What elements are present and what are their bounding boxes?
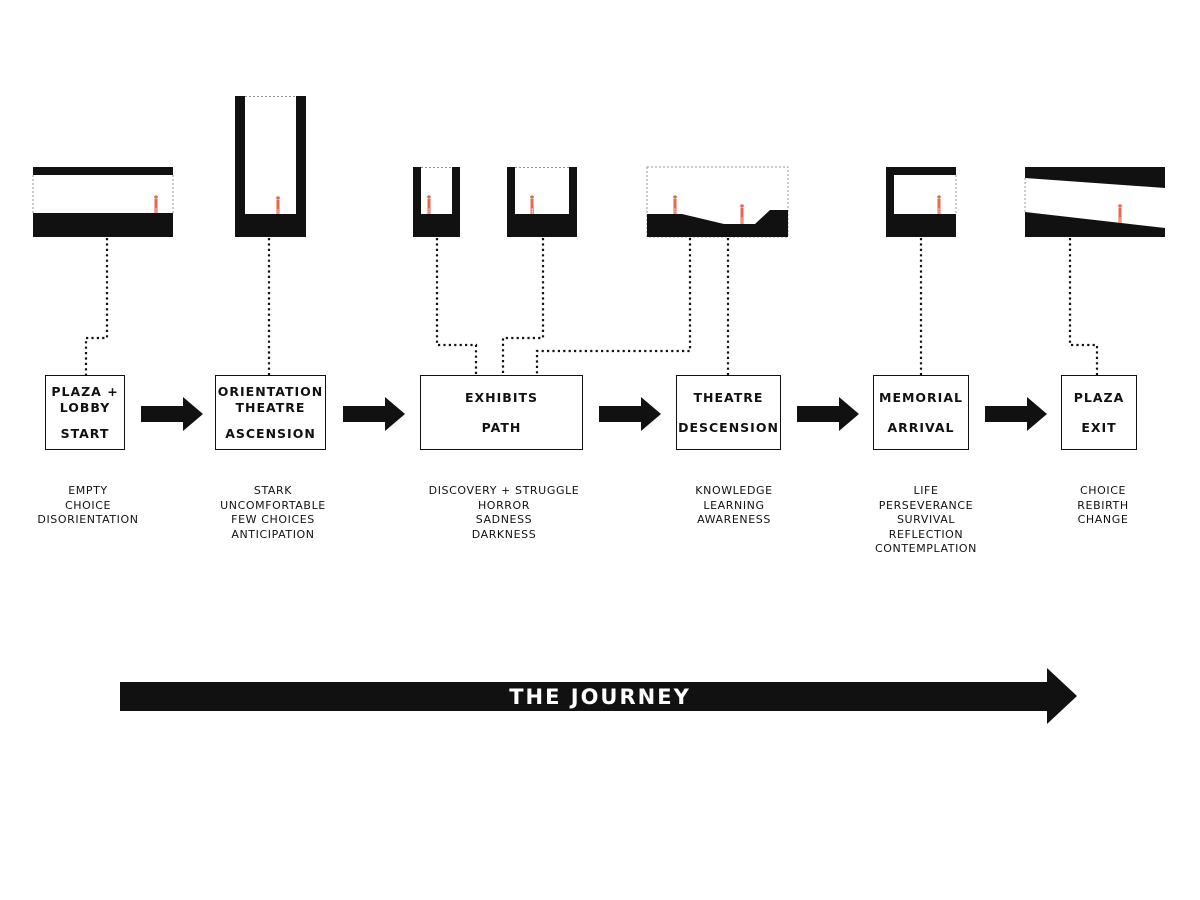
section-orientation-theatre	[235, 96, 306, 237]
stage-name: EXHIBITS	[465, 389, 538, 405]
person-figure	[673, 195, 677, 214]
stage-name: THEATRE	[693, 389, 764, 405]
descriptor-word: LIFE	[913, 484, 939, 497]
journey-arrow	[120, 668, 1077, 724]
person-figure	[154, 195, 158, 213]
stage-name: PLAZA + LOBBY	[51, 383, 119, 415]
stage-name: PLAZA	[1073, 389, 1125, 405]
process-arrows	[141, 397, 1047, 431]
descriptor-word: LEARNING	[703, 498, 765, 512]
section-exhibits-b	[507, 167, 577, 237]
stage-name: MEMORIAL	[879, 389, 963, 405]
descriptor-word: CHOICE	[1079, 484, 1127, 497]
connector-plaza-lobby	[84, 238, 109, 376]
arrow-3	[599, 397, 661, 431]
section-exhibits-a	[413, 167, 460, 237]
arrow-5	[985, 397, 1047, 431]
descriptor-word: HORROR	[477, 498, 531, 512]
person-figure	[937, 195, 941, 214]
journey-label: THE JOURNEY	[509, 685, 691, 709]
descriptor-word: EMPTY	[68, 484, 108, 497]
stage-subtitle: PATH	[481, 419, 522, 435]
descriptor-word: REBIRTH	[1077, 498, 1129, 512]
descriptor-word: KNOWLEDGE	[695, 484, 773, 497]
dotted-connectors	[84, 238, 1099, 376]
descriptor-word: DISCOVERY + STRUGGLE	[428, 484, 580, 497]
arrow-4	[797, 397, 859, 431]
person-figure	[276, 196, 280, 214]
descriptor-list-plaza-lobby: EMPTY CHOICE DISORIENTATION	[28, 484, 148, 528]
descriptor-word: CHANGE	[1077, 513, 1129, 526]
descriptor-word: REFLECTION	[888, 527, 964, 541]
person-figure	[740, 204, 744, 224]
descriptor-word: DISORIENTATION	[37, 513, 139, 526]
person-figure	[427, 195, 431, 214]
person-figure	[530, 195, 534, 214]
connector-plaza-exit	[1068, 238, 1099, 376]
stage-box-theatre: THEATRE DESCENSION	[676, 375, 781, 450]
descriptor-word: FEW CHOICES	[231, 513, 315, 526]
descriptor-list-orientation-theatre: STARK UNCOMFORTABLE FEW CHOICES ANTICIPA…	[208, 484, 338, 542]
section-theatre	[646, 166, 789, 238]
descriptor-list-plaza-exit: CHOICE REBIRTH CHANGE	[1053, 484, 1153, 528]
stage-box-exhibits: EXHIBITS PATH	[420, 375, 583, 450]
stage-name: ORIENTATION THEATRE	[217, 383, 324, 415]
descriptor-list-memorial: LIFE PERSEVERANCE SURVIVAL REFLECTION CO…	[861, 484, 991, 557]
descriptor-word: UNCOMFORTABLE	[220, 498, 326, 512]
stage-subtitle: EXIT	[1081, 419, 1117, 435]
stage-box-plaza-lobby: PLAZA + LOBBY START	[45, 375, 125, 450]
section-memorial	[886, 167, 957, 237]
stage-subtitle: ASCENSION	[225, 425, 316, 441]
stage-subtitle: ARRIVAL	[887, 419, 955, 435]
person-figure	[1118, 204, 1122, 223]
arrow-2	[343, 397, 405, 431]
descriptor-list-exhibits: DISCOVERY + STRUGGLE HORROR SADNESS DARK…	[419, 484, 589, 542]
arrow-1	[141, 397, 203, 431]
descriptor-word: CONTEMPLATION	[874, 542, 978, 555]
stage-box-plaza-exit: PLAZA EXIT	[1061, 375, 1137, 450]
descriptor-word: SURVIVAL	[896, 513, 956, 526]
connector-exhibits-b	[501, 238, 545, 376]
stage-subtitle: DESCENSION	[678, 419, 779, 435]
descriptor-word: PERSEVERANCE	[878, 498, 974, 512]
descriptor-word: AWARENESS	[697, 513, 771, 526]
section-plaza-exit	[1024, 167, 1165, 237]
connector-theatre-to-exhibits	[535, 238, 692, 376]
descriptor-word: SADNESS	[475, 513, 533, 526]
descriptor-word: ANTICIPATION	[231, 527, 315, 541]
stage-subtitle: START	[60, 425, 110, 441]
section-plaza-lobby	[32, 167, 174, 237]
connector-exhibits-a	[435, 238, 478, 376]
stage-box-memorial: MEMORIAL ARRIVAL	[873, 375, 969, 450]
descriptor-word: DARKNESS	[471, 527, 537, 541]
descriptor-word: CHOICE	[64, 498, 112, 512]
stage-box-orientation-theatre: ORIENTATION THEATRE ASCENSION	[215, 375, 326, 450]
descriptor-list-theatre: KNOWLEDGE LEARNING AWARENESS	[674, 484, 794, 528]
descriptor-word: STARK	[253, 484, 293, 497]
